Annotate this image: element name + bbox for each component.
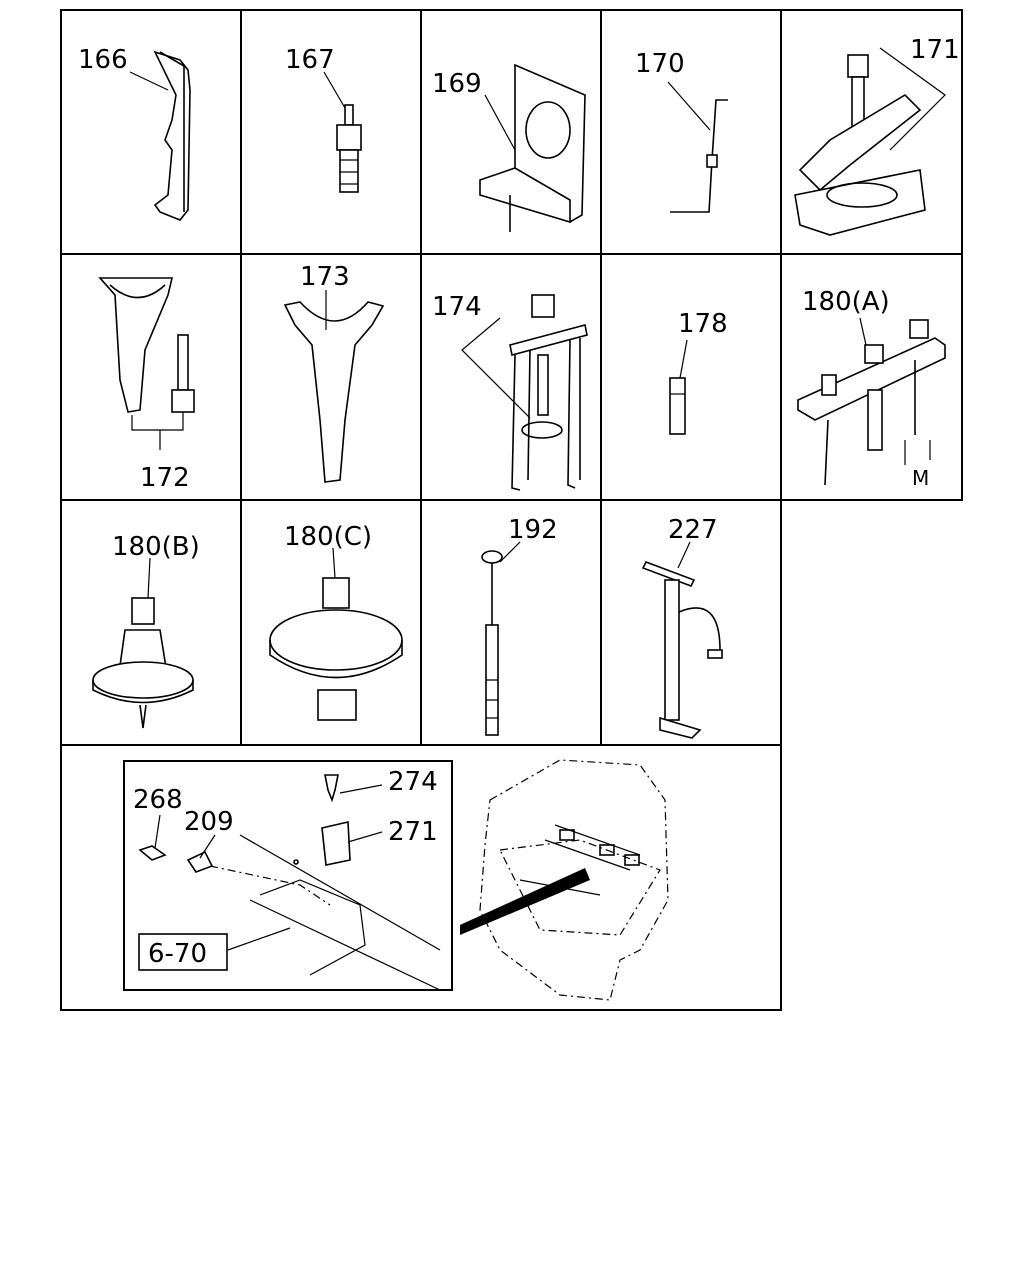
part-178[interactable]: 178 (669, 309, 728, 435)
label-167: 167 (285, 45, 335, 75)
part-169[interactable]: 169 (432, 63, 586, 232)
label-171: 171 (910, 35, 960, 65)
part-171[interactable]: 171 (794, 35, 960, 236)
label-227: 227 (668, 515, 718, 545)
part-173[interactable]: 173 (283, 262, 385, 483)
label-180a-m: M (912, 466, 929, 490)
part-166[interactable]: 166 (78, 45, 191, 221)
ref-6-70: 6-70 (148, 939, 207, 969)
label-178: 178 (678, 309, 728, 339)
part-180b[interactable]: 180(B) (92, 532, 200, 729)
label-268: 268 (133, 785, 183, 815)
part-170[interactable]: 170 (635, 49, 728, 213)
label-166: 166 (78, 45, 128, 75)
label-170: 170 (635, 49, 685, 79)
label-180b: 180(B) (112, 532, 200, 562)
part-174[interactable]: 174 (432, 292, 588, 491)
label-209: 209 (184, 807, 234, 837)
part-227[interactable]: 227 (641, 515, 723, 739)
vehicle-overview (460, 759, 669, 1001)
part-167[interactable]: 167 (285, 45, 362, 193)
label-180a: 180(A) (802, 287, 890, 317)
part-192[interactable]: 192 (481, 515, 558, 736)
label-180c: 180(C) (284, 522, 372, 552)
part-180c[interactable]: 180(C) (269, 522, 403, 721)
grid-frame (60, 9, 963, 1011)
label-192: 192 (508, 515, 558, 545)
label-271: 271 (388, 817, 438, 847)
part-172[interactable]: 172 (98, 277, 195, 493)
inset-detail: 268 209 274 271 6-70 (123, 760, 453, 991)
part-180a[interactable]: 180(A) M (797, 287, 946, 490)
label-174: 174 (432, 292, 482, 322)
label-173: 173 (300, 262, 350, 292)
label-169: 169 (432, 69, 482, 99)
label-274: 274 (388, 767, 438, 797)
label-172: 172 (140, 463, 190, 493)
